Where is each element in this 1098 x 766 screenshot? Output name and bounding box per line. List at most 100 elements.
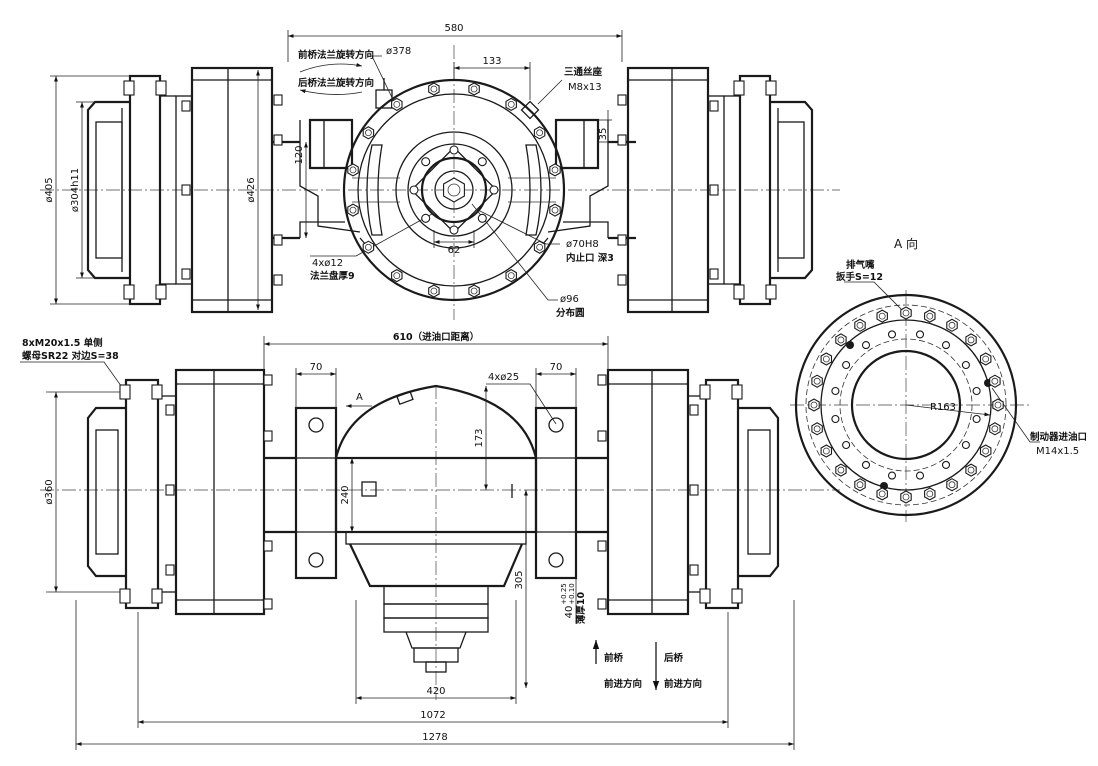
legend-front-axle: 前桥	[604, 652, 624, 664]
hub-bolt	[597, 598, 607, 610]
housing-bolt	[347, 203, 359, 217]
housing-bolt-bore	[536, 243, 544, 251]
front-right-axle	[534, 406, 608, 580]
housing-bolt	[533, 240, 546, 254]
radius-163: R163	[930, 402, 956, 413]
front-left-brake-cover	[86, 378, 177, 610]
view-a-outer-bolt-bore	[902, 493, 910, 501]
flange-stud	[151, 384, 163, 400]
view-a-inner-bolt	[861, 460, 871, 469]
dim-70-right: 70	[550, 362, 563, 373]
view-a-outer-bolt	[835, 333, 847, 347]
view-a-outer-bolt-bore	[822, 355, 830, 363]
front-right-brake-cover	[687, 378, 780, 610]
hub-bolt	[709, 268, 719, 280]
note-rear-rotation: 后桥法兰旋转方向	[298, 77, 374, 89]
view-a-inner-bolt	[915, 330, 925, 339]
housing-bolt-bore	[536, 129, 544, 137]
view-a-outer-bolt-bore	[902, 309, 910, 317]
view-a-outer-bolt-bore	[948, 321, 956, 329]
input-flange-bolt	[449, 145, 459, 155]
hub-bolt	[597, 374, 607, 386]
note-pcd-2: 分布圆	[556, 307, 585, 319]
top-right-brake-cover	[707, 74, 814, 306]
flange-stud	[151, 588, 163, 604]
dim-420: 420	[426, 686, 445, 697]
top-right-axle-tube	[547, 118, 636, 240]
hub-bolt	[263, 540, 273, 552]
top-left-brake-cover	[86, 74, 193, 306]
hub-bolt	[263, 374, 273, 386]
view-a-inner-bolt	[887, 330, 897, 339]
vent-2: 扳手S=12	[836, 271, 883, 283]
view-a-outer-bolt	[808, 398, 820, 412]
hub-bolt	[165, 404, 175, 416]
input-flange-bolt	[421, 213, 431, 223]
view-a-inner-bolt	[861, 341, 871, 350]
dim-378: ø378	[386, 46, 411, 57]
input-flange-bolt	[449, 225, 459, 235]
view-a-outer-bolt-bore	[822, 447, 830, 455]
hub-bolt	[709, 100, 719, 112]
housing-bolt	[533, 126, 546, 140]
view-a-inner-bolt	[972, 386, 981, 396]
view-a-outer-bolt	[876, 309, 888, 323]
flange-stud	[155, 80, 167, 96]
view-a-outer-bolt-bore	[982, 355, 990, 363]
front-dimensions	[20, 336, 795, 750]
dim-304: ø304h11	[70, 168, 81, 212]
housing-bolt-bore	[470, 85, 478, 93]
view-a-outer-bolt	[854, 478, 866, 492]
bolt-layer	[119, 80, 1004, 610]
stud-note-2: 螺母SR22 对边S=38	[22, 350, 119, 362]
view-a-outer-bolt	[924, 487, 936, 501]
holes-25: 4xø25	[488, 372, 519, 383]
housing-bolt	[391, 97, 403, 112]
front-diff-housing	[334, 384, 538, 673]
note-spigot-1: ø70H8	[566, 239, 599, 250]
view-a-outer-bolt	[924, 309, 936, 323]
dim-580: 580	[444, 23, 463, 34]
housing-bolt	[468, 82, 480, 96]
housing-bolt-bore	[349, 206, 357, 214]
view-a-outer-bolt-bore	[967, 336, 975, 344]
view-a-outer-bolt-bore	[878, 490, 886, 498]
dim-62: 62	[448, 245, 461, 256]
dim-405: ø405	[44, 177, 55, 202]
view-a-outer-bolt	[946, 318, 958, 332]
view-a-outer-bolt-bore	[926, 312, 934, 320]
view-a-outer-bolt	[900, 490, 912, 504]
housing-bolt	[549, 163, 561, 177]
view-a	[790, 281, 1040, 522]
dim-305: 305	[514, 570, 525, 589]
housing-bolt-bore	[364, 243, 372, 251]
housing-bolt-bore	[393, 100, 401, 108]
housing-bolt-bore	[507, 272, 515, 280]
legend-forward-right: 前进方向	[664, 678, 702, 690]
view-a-inner-bolt	[831, 414, 840, 424]
input-flange-bolt	[477, 213, 487, 223]
view-a-outer-bolt-bore	[813, 425, 821, 433]
input-flange-bolt	[477, 157, 487, 167]
view-a-inner-bolt	[915, 471, 925, 480]
view-a-outer-bolt-bore	[837, 336, 845, 344]
hub-bolt	[181, 268, 191, 280]
hub-bolt	[689, 404, 699, 416]
top-dimensions	[50, 30, 623, 310]
hub-bolt	[273, 274, 283, 286]
dim-40-tol-up: +0.25	[560, 583, 568, 604]
flange-stud	[733, 284, 745, 300]
housing-bolt	[428, 82, 440, 96]
view-a-inner-bolt	[961, 360, 970, 370]
input-flange-bolt	[421, 157, 431, 167]
housing-bolt-bore	[551, 166, 559, 174]
hub-bolt	[165, 484, 175, 496]
top-view	[40, 30, 840, 320]
note-spigot-2: 内止口 深3	[566, 252, 614, 264]
brake-inlet-1: 制动器进油口	[1030, 431, 1087, 443]
housing-bolt	[391, 268, 403, 283]
view-a-outer-bolt	[854, 318, 866, 332]
view-a-outer-bolt	[876, 487, 888, 501]
hub-bolt	[273, 134, 283, 146]
